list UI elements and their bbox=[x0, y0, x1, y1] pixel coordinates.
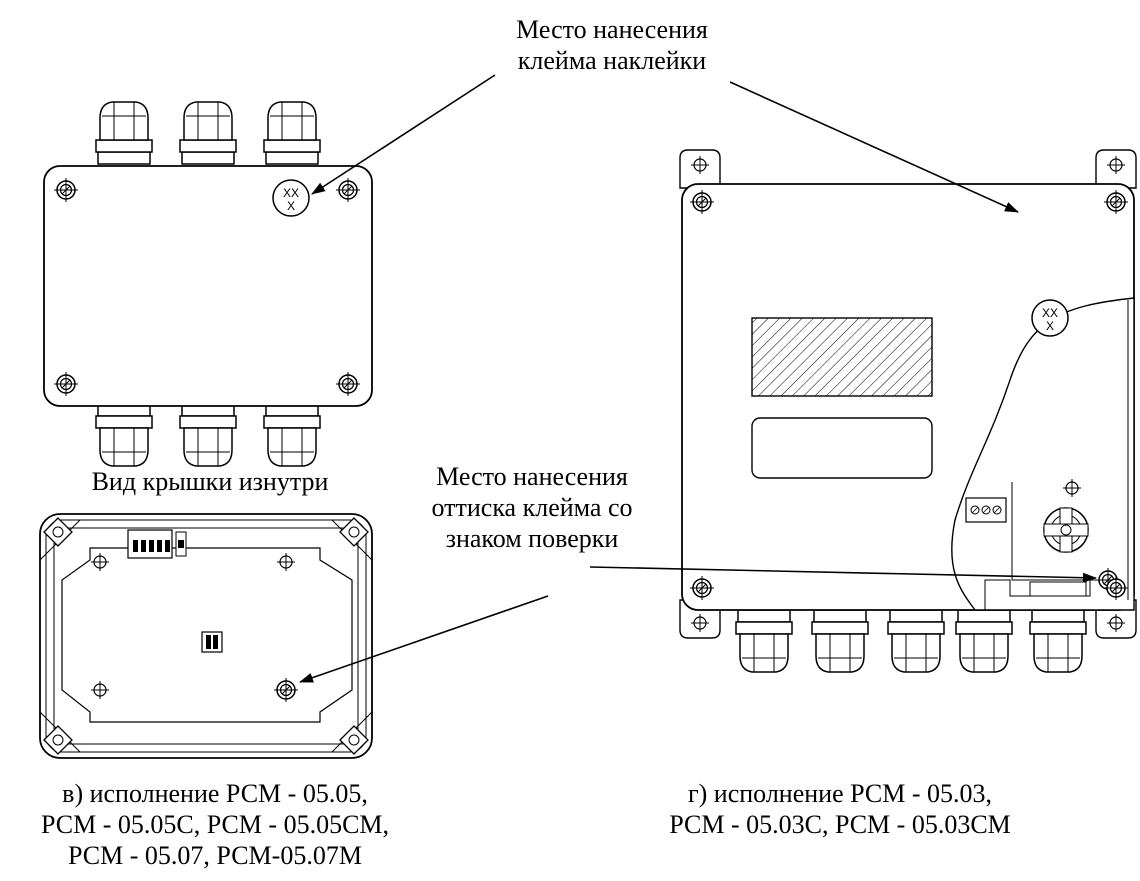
left-cover-inner-view bbox=[39, 513, 373, 759]
left-caption: в) исполнение РСМ - 05.05, РСМ - 05.05С,… bbox=[0, 778, 430, 871]
mid-callout-line2: оттиска клейма со bbox=[431, 493, 633, 522]
arrow-to-left-sticker bbox=[311, 74, 496, 195]
seal-mark-line2: X bbox=[1046, 319, 1054, 333]
seal-mark-line1: XX bbox=[1042, 306, 1058, 320]
top-cable-glands bbox=[95, 101, 321, 165]
right-caption-line2: РСМ - 05.03С, РСМ - 05.03СМ bbox=[669, 810, 1011, 839]
arrow-to-cover-screw bbox=[299, 595, 549, 683]
inner-view-title: Вид крышки изнутри bbox=[91, 467, 329, 496]
mid-callout-line1: Место нанесения bbox=[436, 462, 628, 491]
mid-callout-line3: знаком поверки bbox=[445, 524, 619, 553]
left-caption-line1: в) исполнение РСМ - 05.05, bbox=[62, 779, 368, 808]
right-caption: г) исполнение РСМ - 05.03, РСМ - 05.03С,… bbox=[620, 778, 1060, 840]
terminal-block bbox=[965, 497, 1007, 523]
label-plate bbox=[751, 417, 933, 479]
right-cable-glands bbox=[735, 609, 1087, 673]
arrow-to-right-sticker bbox=[729, 81, 1019, 213]
right-enclosure-view: XX X bbox=[679, 149, 1137, 673]
leader-arrows bbox=[299, 74, 1097, 683]
rotary-knob bbox=[1043, 507, 1089, 553]
right-caption-line1: г) исполнение РСМ - 05.03, bbox=[687, 779, 993, 808]
sticker-seal-mark: XX X bbox=[272, 179, 310, 217]
seal-mark-line2: X bbox=[287, 199, 295, 213]
display-window bbox=[751, 317, 933, 397]
left-caption-line3: РСМ - 05.07, РСМ-05.07М bbox=[68, 841, 362, 870]
enclosure-body bbox=[43, 165, 373, 407]
jumper bbox=[201, 631, 223, 653]
seal-mark-line1: XX bbox=[283, 186, 299, 200]
sticker-seal-mark: XX X bbox=[1031, 299, 1069, 337]
top-callout-line2: клейма наклейки bbox=[517, 46, 707, 75]
left-caption-line2: РСМ - 05.05С, РСМ - 05.05СМ, bbox=[40, 810, 390, 839]
top-callout-line1: Место нанесения bbox=[516, 15, 708, 44]
arrow-to-body-screw bbox=[589, 566, 1097, 583]
bottom-cable-glands bbox=[95, 403, 321, 467]
top-callout-label: Место нанесения клейма наклейки bbox=[487, 14, 737, 76]
left-enclosure-outer-view: XX X bbox=[43, 101, 373, 467]
cover-corner-lugs bbox=[43, 517, 369, 755]
mid-callout-label: Место нанесения оттиска клейма со знаком… bbox=[392, 461, 672, 554]
dip-switch-block bbox=[127, 529, 187, 559]
